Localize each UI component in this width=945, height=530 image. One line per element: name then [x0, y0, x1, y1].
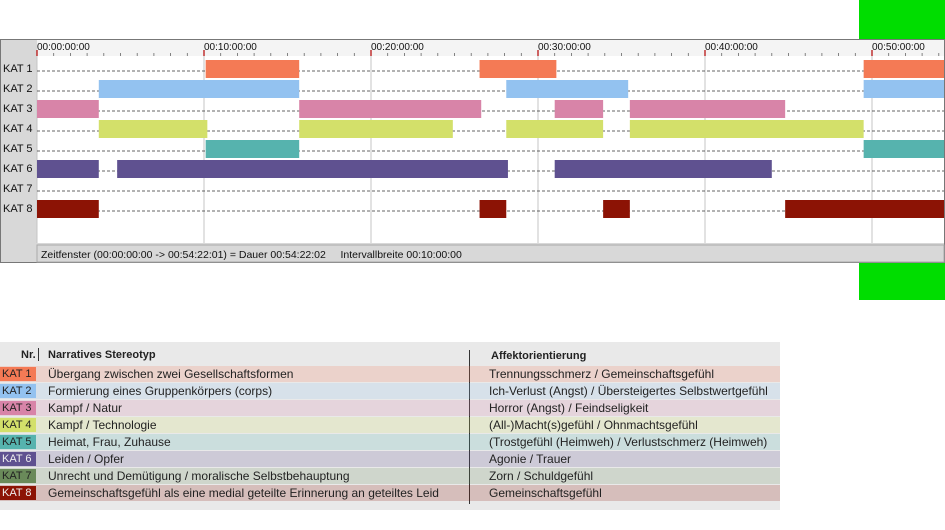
legend-stereotype: Unrecht und Demütigung / moralische Selb… [48, 469, 350, 483]
legend-affect: Trennungsschmerz / Gemeinschaftsgefühl [489, 367, 714, 381]
legend-badge-kat4: KAT 4 [0, 418, 36, 432]
legend-badge-kat7: KAT 7 [0, 469, 36, 483]
legend-stereotype: Übergang zwischen zwei Gesellschaftsform… [48, 367, 294, 381]
tick-label-1: 00:10:00:00 [204, 42, 257, 53]
row-label-1: KAT 1 [3, 63, 33, 75]
bar-kat8-20[interactable] [479, 200, 507, 218]
legend-header-nr: Nr. [21, 349, 36, 361]
legend-row: KAT 3 Kampf / Natur Horror (Angst) / Feind… [0, 400, 780, 416]
legend-affect: Ich-Verlust (Angst) / Übersteigertes Sel… [489, 384, 768, 398]
tick-label-3: 00:30:00:00 [538, 42, 591, 53]
bar-kat5-15[interactable] [863, 140, 944, 158]
tick-labels: 00:00:00:00 00:10:00:00 00:20:00:00 00:30:0… [37, 42, 925, 53]
bar-kat4-13[interactable] [629, 120, 864, 138]
legend-row: KAT 5 Heimat, Frau, Zuhause (Trostgefühl (… [0, 434, 780, 450]
bar-kat5-14[interactable] [205, 140, 300, 158]
legend-badge-kat2: KAT 2 [0, 384, 36, 398]
legend-row: KAT 4 Kampf / Technologie (All-)Macht(s)ge… [0, 417, 780, 433]
bar-kat1-0[interactable] [205, 60, 300, 78]
legend-stereotype: Formierung eines Gruppenkörpers (corps) [48, 384, 273, 398]
bar-kat2-3[interactable] [98, 80, 300, 98]
legend-affect: (All-)Macht(s)gefühl / Ohnmachtsgefühl [489, 418, 698, 432]
bar-kat3-8[interactable] [554, 100, 604, 118]
tick-label-0: 00:00:00:00 [37, 42, 90, 53]
legend-stereotype: Leiden / Opfer [48, 452, 125, 466]
ruler-ticks [36, 50, 940, 56]
legend-stereotype: Gemeinschaftsgefühl als eine medial gete… [48, 486, 439, 500]
bar-kat4-11[interactable] [299, 120, 453, 138]
bar-kat6-17[interactable] [117, 160, 508, 178]
legend-row: KAT 8 Gemeinschaftsgefühl als eine medial… [0, 485, 780, 501]
bar-kat2-5[interactable] [863, 80, 944, 98]
green-marker-top [859, 0, 945, 39]
status-text: Zeitfenster (00:00:00:00 -> 00:54:22:01)… [41, 249, 462, 261]
bars [37, 60, 944, 218]
row-label-6: KAT 6 [3, 163, 33, 175]
legend-affect: (Trostgefühl (Heimweh) / Verlustschmerz … [489, 435, 768, 449]
tick-label-4: 00:40:00:00 [705, 42, 758, 53]
tick-label-2: 00:20:00:00 [371, 42, 424, 53]
legend-badge-kat8: KAT 8 [0, 486, 36, 500]
green-marker-bottom [859, 262, 945, 300]
bar-kat1-1[interactable] [479, 60, 557, 78]
bar-kat8-19[interactable] [37, 200, 99, 218]
legend-row: KAT 1 Übergang zwischen zwei Gesellschaft… [0, 366, 780, 382]
legend-badge-kat5: KAT 5 [0, 435, 36, 449]
bar-kat2-4[interactable] [506, 80, 629, 98]
legend-affect: Agonie / Trauer [489, 452, 572, 466]
row-label-4: KAT 4 [3, 123, 33, 135]
legend-header-affect: Affektorientierung [491, 350, 587, 362]
legend-table: Nr. Narratives Stereotyp Affektorientier… [0, 342, 780, 510]
bar-kat3-7[interactable] [299, 100, 482, 118]
bar-kat3-6[interactable] [37, 100, 99, 118]
legend-header-divider [38, 348, 39, 361]
legend-stereotype: Heimat, Frau, Zuhause [48, 435, 171, 449]
bar-kat4-12[interactable] [506, 120, 604, 138]
legend-stereotype: Kampf / Technologie [48, 418, 157, 432]
legend-row: KAT 2 Formierung eines Gruppenkörpers (co… [0, 383, 780, 399]
bar-kat3-9[interactable] [629, 100, 786, 118]
legend-badge-kat1: KAT 1 [0, 367, 36, 381]
row-labels: KAT 1 KAT 2 KAT 3 KAT 4 KAT 5 KAT 6 KAT 7 KAT 8 [3, 63, 33, 215]
bar-kat1-2[interactable] [863, 60, 944, 78]
legend-column-divider [469, 350, 470, 504]
timeline-chart: 00:00:00:00 00:10:00:00 00:20:00:00 00:30:0… [0, 0, 945, 300]
legend-affect: Horror (Angst) / Feindseligkeit [489, 401, 649, 415]
legend-badge-kat6: KAT 6 [0, 452, 36, 466]
bar-kat8-21[interactable] [603, 200, 630, 218]
bar-kat4-10[interactable] [98, 120, 208, 138]
legend-affect: Gemeinschaftsgefühl [489, 486, 602, 500]
ruler [37, 40, 944, 56]
legend-affect: Zorn / Schuldgefühl [489, 469, 594, 483]
legend-row: KAT 6 Leiden / Opfer Agonie / Trauer [0, 451, 780, 467]
tick-label-5: 00:50:00:00 [872, 42, 925, 53]
row-label-3: KAT 3 [3, 103, 33, 115]
row-label-7: KAT 7 [3, 183, 33, 195]
legend-header-stereotype: Narratives Stereotyp [48, 349, 156, 361]
row-label-8: KAT 8 [3, 203, 33, 215]
legend-badge-kat3: KAT 3 [0, 401, 36, 415]
bar-kat8-22[interactable] [785, 200, 944, 218]
bar-kat6-18[interactable] [554, 160, 772, 178]
bar-kat6-16[interactable] [37, 160, 99, 178]
row-label-2: KAT 2 [3, 83, 33, 95]
legend-row: KAT 7 Unrecht und Demütigung / moralische… [0, 468, 780, 484]
row-label-5: KAT 5 [3, 143, 33, 155]
status-bar [36, 244, 945, 263]
legend-stereotype: Kampf / Natur [48, 401, 123, 415]
